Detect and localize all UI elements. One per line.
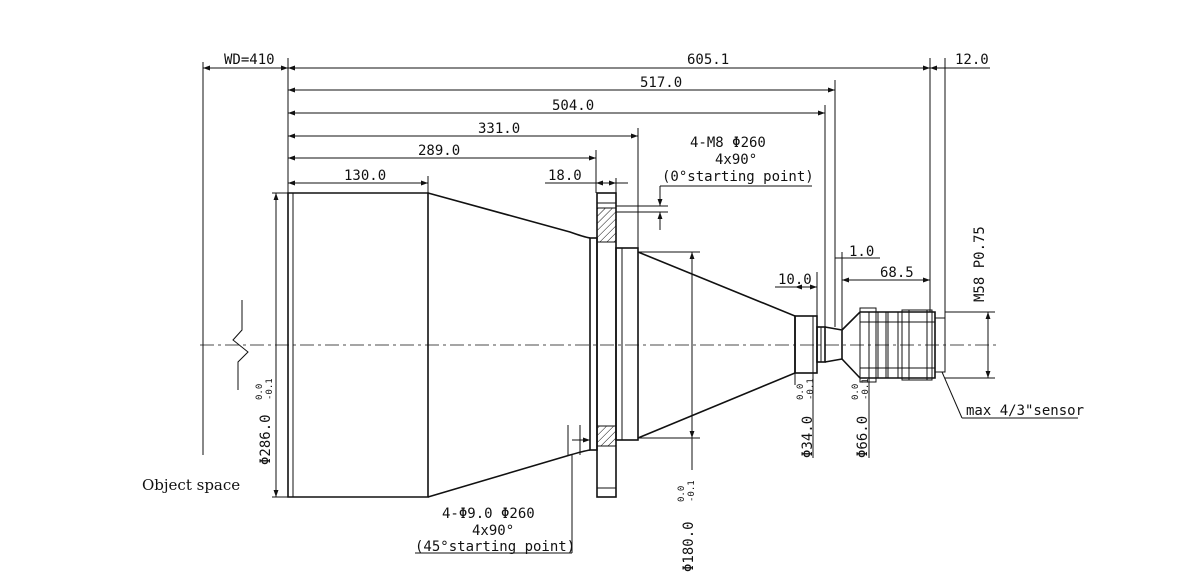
dim-130: 130.0 xyxy=(344,168,386,184)
dim-289: 289.0 xyxy=(418,143,460,159)
break-symbol xyxy=(232,300,249,390)
hole-note-line2: 4x90° xyxy=(472,523,514,539)
dim-68-5: 68.5 xyxy=(880,265,914,281)
dim-331: 331.0 xyxy=(478,121,520,137)
dim-18: 18.0 xyxy=(548,168,582,184)
tol-34-lower: -0.1 xyxy=(806,378,816,400)
hole-note-line3: (45°starting point) xyxy=(415,539,575,555)
dim-back-focus: 12.0 xyxy=(955,52,989,68)
tol-286-lower: -0.1 xyxy=(265,378,275,400)
dimension-lines xyxy=(203,65,1078,554)
dim-diameter-34: Φ34.0 xyxy=(800,416,816,458)
dim-diameter-286: Φ286.0 xyxy=(258,414,274,465)
tol-180-upper: 0.0 xyxy=(677,486,687,502)
dim-diameter-66: Φ66.0 xyxy=(855,416,871,458)
m8-note-line3: (0°starting point) xyxy=(662,169,814,185)
dim-overall: 605.1 xyxy=(687,52,729,68)
m8-note-line2: 4x90° xyxy=(715,152,757,168)
dim-diameter-180: Φ180.0 xyxy=(681,521,697,572)
dim-1: 1.0 xyxy=(849,244,874,260)
lens-body xyxy=(287,192,946,498)
dim-517: 517.0 xyxy=(640,75,682,91)
tol-66-upper: 0.0 xyxy=(851,384,861,400)
dim-504: 504.0 xyxy=(552,98,594,114)
m8-note-line1: 4-M8 Φ260 xyxy=(690,135,766,151)
hole-note-line1: 4-Φ9.0 Φ260 xyxy=(442,506,535,522)
dim-wd: WD=410 xyxy=(224,52,275,68)
tol-180-lower: -0.1 xyxy=(687,480,697,502)
thread-label: M58 P0.75 xyxy=(972,226,988,302)
object-space-label: Object space xyxy=(142,476,240,494)
tol-286-upper: 0.0 xyxy=(255,384,265,400)
tol-66-lower: -0.1 xyxy=(861,378,871,400)
tol-34-upper: 0.0 xyxy=(796,384,806,400)
sensor-note: max 4/3"sensor xyxy=(966,403,1084,419)
extension-lines xyxy=(272,58,995,498)
dim-10: 10.0 xyxy=(778,272,812,288)
